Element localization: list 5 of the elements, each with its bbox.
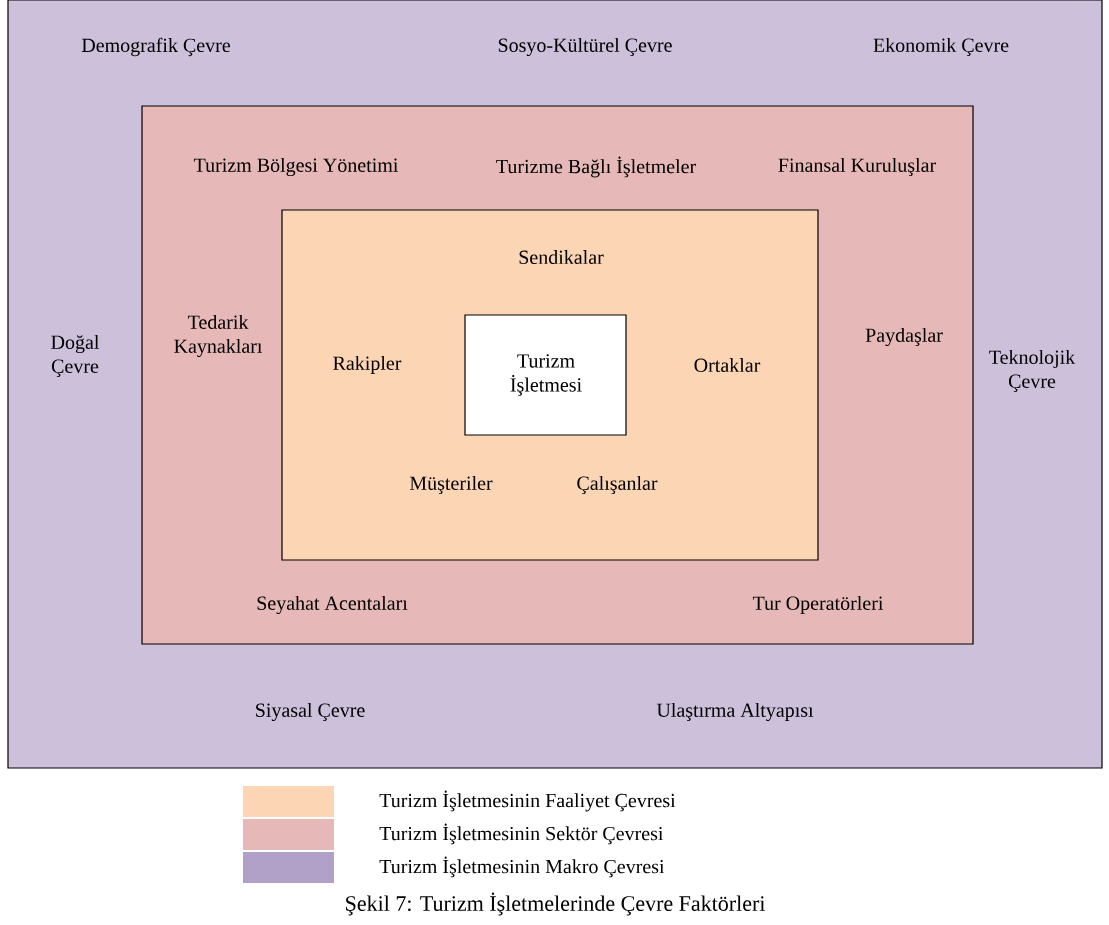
legend-label: Turizm İşletmesinin Faaliyet Çevresi: [379, 790, 676, 812]
caption: Şekil 7: Turizm İşletmelerinde Çevre Faktörleri: [346, 892, 766, 916]
legend-label: Turizm İşletmesinin Sektör Çevresi: [379, 823, 664, 845]
legend-label: Turizm İşletmesinin Makro Çevresi: [379, 856, 665, 878]
business-box: Turizm İşletmesi: [464, 314, 627, 436]
